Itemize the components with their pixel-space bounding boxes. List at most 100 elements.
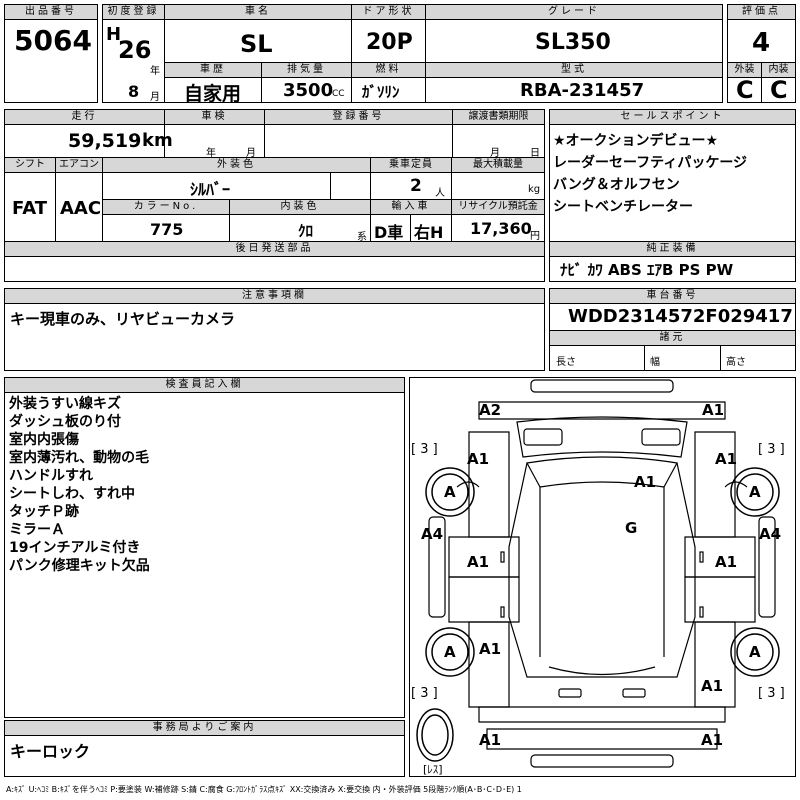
- dims-length: 長さ: [556, 357, 576, 368]
- import-divider: [410, 214, 411, 242]
- equipment: ﾅﾋﾞ ｶﾜ ABS ｴｱB PS PW: [560, 261, 734, 279]
- capacity-unit: 人: [435, 188, 445, 199]
- transfer-label: 譲渡書類期限: [452, 109, 545, 125]
- ac-label: エアコン: [55, 157, 103, 173]
- tire-mark: A: [444, 483, 456, 501]
- recycle-fee: 17,360: [470, 219, 532, 238]
- era: H: [106, 24, 122, 45]
- km-unit: km: [142, 130, 173, 151]
- damage-mark: A1: [715, 553, 737, 571]
- door-label: ドア形状: [351, 4, 426, 20]
- ext-grade: C: [736, 76, 754, 104]
- tire-mark: A: [444, 643, 456, 661]
- dims-divider: [644, 345, 645, 371]
- damage-mark: G: [625, 519, 637, 537]
- month-unit: 月: [150, 92, 160, 103]
- tread-depth: [ 3 ]: [411, 442, 438, 457]
- chassis-label: 車台番号: [549, 288, 796, 304]
- interior-unit: 系: [357, 232, 367, 243]
- handle-side: 右H: [414, 223, 444, 242]
- tread-depth: [ 3 ]: [411, 686, 438, 701]
- inspector-item: ミラーＡ: [9, 522, 65, 538]
- grade: SL350: [535, 30, 611, 55]
- inspector-box: 外装うすい線キズ ダッシュ板のり付 室内内張傷 室内薄汚れ、動物の毛 ハンドルす…: [4, 392, 405, 718]
- damage-mark: A1: [467, 553, 489, 571]
- sales-item: バング＆オルフセン: [553, 177, 680, 193]
- dims-box: [549, 345, 796, 371]
- door-type: 20P: [366, 30, 413, 55]
- damage-mark: A2: [479, 401, 501, 419]
- capacity: 2: [410, 176, 422, 196]
- history: 自家用: [184, 83, 242, 105]
- reg-year: 26: [118, 36, 152, 64]
- displacement-label: 排気量: [261, 62, 352, 78]
- model-box: [425, 77, 723, 103]
- lot-label: 出品番号: [4, 4, 98, 20]
- inspection-label: 車検: [164, 109, 265, 125]
- color-number: 775: [150, 220, 184, 239]
- tread-depth: [ 3 ]: [758, 686, 785, 701]
- inspector-item: 19インチアルミ付き: [9, 540, 141, 556]
- ac: AAC: [60, 198, 102, 219]
- fuel-label: 燃料: [351, 62, 426, 78]
- inspector-item: ダッシュ板のり付: [9, 414, 121, 430]
- car-name: SL: [240, 30, 273, 58]
- damage-mark: A1: [715, 450, 737, 468]
- damage-mark: A1: [479, 640, 501, 658]
- dims-label: 諸元: [549, 330, 796, 346]
- exterior-color: ｼﾙﾊﾞｰ: [190, 180, 231, 199]
- inspector-item: ハンドルすれ: [9, 468, 93, 484]
- colorno-label: カラーNo.: [102, 199, 230, 215]
- dims-height: 高さ: [726, 357, 746, 368]
- inspector-item: 外装うすい線キズ: [9, 396, 121, 412]
- score-label: 評価点: [727, 4, 796, 20]
- first-reg-label: 初度登録: [102, 4, 165, 20]
- tire-mark: A: [749, 643, 761, 661]
- sales-item: ★オークションデビュー★: [553, 133, 719, 149]
- maxload-label: 最大積載量: [451, 157, 545, 173]
- import-label: 輸入車: [370, 199, 452, 215]
- sales-item: シートベンチレーター: [553, 199, 693, 215]
- inspector-item: タッチＰ跡: [9, 504, 79, 520]
- capacity-label: 乗車定員: [370, 157, 452, 173]
- recycle-label: リサイクル預託金: [451, 199, 545, 215]
- office-box: [4, 735, 405, 777]
- equipment-label: 純正装備: [549, 241, 796, 257]
- damage-mark: A1: [634, 473, 656, 491]
- damage-mark: A1: [701, 677, 723, 695]
- inspector-item: シートしわ、すれ中: [9, 486, 135, 502]
- history-label: 車歴: [164, 62, 262, 78]
- car-name-label: 車名: [164, 4, 352, 20]
- legend: A:ｷｽﾞ U:ﾍｺﾐ B:ｷｽﾞを伴うﾍｺﾐ P:要塗装 W:補修跡 S:錆 …: [6, 785, 522, 794]
- tire-mark: A: [749, 483, 761, 501]
- score: 4: [752, 28, 771, 58]
- tread-depth: [ 3 ]: [758, 442, 785, 457]
- damage-mark: A1: [479, 731, 501, 749]
- inspector-label: 検査員記入欄: [4, 377, 405, 393]
- transfer-month-unit: 月: [490, 148, 500, 159]
- damage-mark: A4: [759, 525, 781, 543]
- cc-unit: CC: [332, 89, 345, 99]
- damage-mark: A1: [701, 731, 723, 749]
- import-type: D車: [374, 223, 404, 242]
- dims-width: 幅: [650, 357, 660, 368]
- office-notice: キーロック: [10, 742, 91, 761]
- notes-box: [4, 303, 545, 371]
- displacement: 3500: [283, 80, 334, 101]
- int-box: [761, 77, 796, 103]
- model-label: 型式: [425, 62, 723, 78]
- fuel: ｶﾞｿﾘﾝ: [362, 83, 400, 101]
- damage-mark: A1: [702, 401, 724, 419]
- spare-tire-status: [ﾚｽ]: [423, 763, 443, 776]
- shift: FAT: [12, 198, 48, 219]
- regno-box: [264, 124, 453, 158]
- interior-label: 内装色: [229, 199, 371, 215]
- car-diagram: A2 A1 A1 A1 A1 A4 A1 G A1 A4 A1 A1 A1 A1…: [411, 379, 785, 776]
- damage-mark: A1: [467, 450, 489, 468]
- color-divider: [330, 172, 331, 200]
- damage-mark: A4: [421, 525, 443, 543]
- later-parts-box: [4, 256, 545, 282]
- year-unit: 年: [150, 66, 160, 77]
- inspector-item: 室内内張傷: [9, 432, 79, 448]
- inspector-item: パンク修理キット欠品: [9, 558, 150, 574]
